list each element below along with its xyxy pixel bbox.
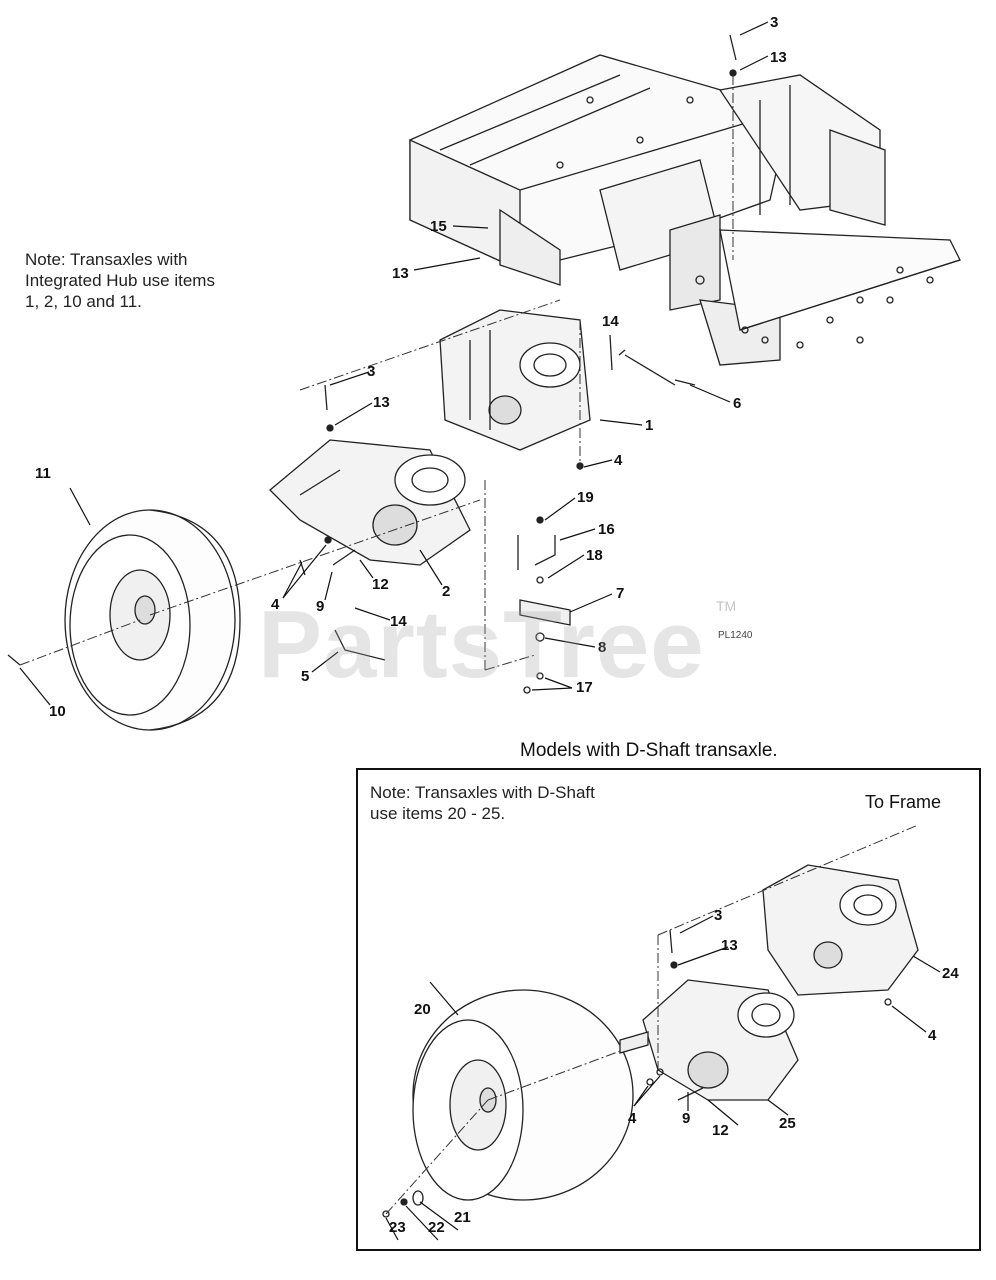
callout-11: 11: [35, 465, 51, 482]
callout-16: 16: [598, 521, 615, 538]
main-callouts: 3 13 15 13 14 3 13 6 1 4 11 19 16 18 7 8…: [35, 14, 787, 720]
watermark: PartsTree: [258, 591, 705, 698]
callout-18: 18: [586, 547, 603, 564]
inset-callout-9: 9: [682, 1110, 690, 1127]
figure-code: PL1240: [718, 630, 753, 641]
inset-callout-3: 3: [714, 907, 722, 924]
frame-assembly: [409, 54, 961, 366]
callout-2: 2: [442, 583, 450, 600]
callout-10: 10: [49, 703, 66, 720]
callout-3-mid: 3: [367, 363, 375, 380]
inset-callout-20: 20: [414, 1001, 431, 1018]
callout-13-top: 13: [770, 49, 787, 66]
transaxle-1: [439, 309, 591, 451]
callout-7: 7: [616, 585, 624, 602]
callout-12: 12: [372, 576, 389, 593]
inset-callout-4-left: 4: [628, 1110, 637, 1127]
callout-6: 6: [733, 395, 741, 412]
callout-5: 5: [301, 668, 309, 685]
dshaft-inset: Note: Transaxles with D-Shaft use items …: [356, 768, 981, 1251]
to-frame-label: To Frame: [865, 792, 942, 812]
callout-3-top: 3: [770, 14, 778, 31]
callout-13-mid: 13: [373, 394, 390, 411]
transaxle-25: [642, 979, 799, 1101]
inset-callouts: 3 13 24 4 20 4 9 12 25 23 22 21: [389, 907, 959, 1236]
hub-note: Note: Transaxles with Integrated Hub use…: [25, 250, 215, 311]
callout-4-left: 4: [271, 596, 280, 613]
callout-8: 8: [598, 639, 606, 656]
callout-17: 17: [576, 679, 593, 696]
inset-callout-25: 25: [779, 1115, 796, 1132]
wheel-20: [412, 989, 634, 1201]
inset-hardware: [382, 929, 892, 1218]
inset-leaders: [385, 915, 941, 1241]
transaxle-24: [762, 864, 919, 996]
main-leaders: [19, 21, 769, 706]
inset-diagram-drawing: 3 13 24 4 20 4 9 12 25 23 22 21: [382, 824, 959, 1241]
inset-callout-4-right: 4: [928, 1027, 937, 1044]
wheel-11: [64, 509, 241, 731]
callout-14-bottom: 14: [390, 613, 407, 630]
callout-1: 1: [645, 417, 653, 434]
callout-19: 19: [577, 489, 594, 506]
watermark-tm: TM: [716, 598, 737, 614]
transaxle-2: [269, 439, 471, 566]
inset-alignment-lines: [385, 824, 919, 1215]
dshaft-caption: Models with D-Shaft transaxle.: [520, 740, 778, 761]
callout-13-left: 13: [392, 265, 409, 282]
callout-4-right: 4: [614, 452, 623, 469]
inset-callout-24: 24: [942, 965, 959, 982]
callout-9: 9: [316, 598, 324, 615]
inset-callout-22: 22: [428, 1219, 445, 1236]
inset-callout-13: 13: [721, 937, 738, 954]
inset-callout-23: 23: [389, 1219, 406, 1236]
alignment-lines: [19, 75, 734, 671]
dshaft-note: Note: Transaxles with D-Shaft use items …: [370, 783, 595, 823]
inset-callout-21: 21: [454, 1209, 471, 1226]
callout-15: 15: [430, 218, 447, 235]
callout-14-top: 14: [602, 313, 619, 330]
inset-callout-12: 12: [712, 1122, 729, 1139]
